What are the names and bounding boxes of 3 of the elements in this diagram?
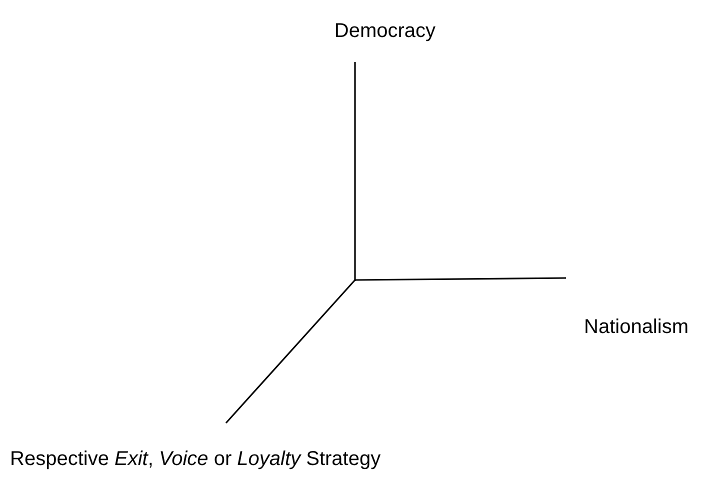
axis-label: Democracy [334, 20, 436, 42]
axis-label: Nationalism [584, 316, 688, 338]
axis-label: Respective Exit, Voice or Loyalty Strategy [10, 448, 381, 470]
